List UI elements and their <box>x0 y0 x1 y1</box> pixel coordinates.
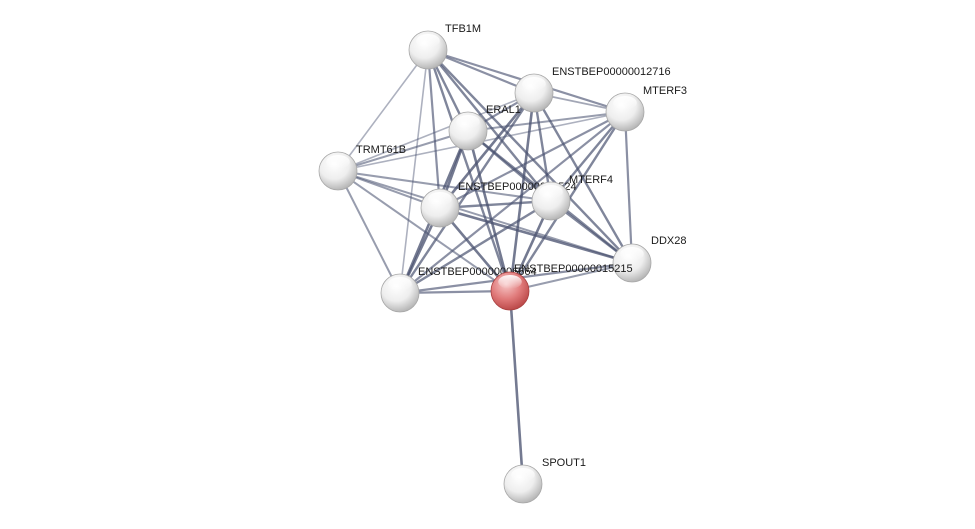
node-label: TRMT61B <box>356 144 406 156</box>
node-label: ERAL1 <box>486 104 521 116</box>
node-label: ENSTBEP00000015215 <box>514 263 633 275</box>
node-ddx28[interactable]: DDX28 <box>612 235 686 283</box>
node-highlight <box>456 115 480 129</box>
node-highlight <box>428 192 452 206</box>
edge-query-spout1 <box>508 289 525 486</box>
edge-mterf3-eral1 <box>467 111 626 132</box>
node-highlight <box>522 77 546 91</box>
node-label: TFB1M <box>445 23 481 35</box>
node-spout1[interactable]: SPOUT1 <box>503 457 586 504</box>
edge-trmt61b-enstbep00000006664 <box>337 170 401 294</box>
node-label: MTERF4 <box>569 174 613 186</box>
edge-tfb1m-trmt61b <box>337 49 429 172</box>
edge-trmt61b-query <box>337 170 511 292</box>
node-highlight <box>613 96 637 110</box>
node-label: MTERF3 <box>643 85 687 97</box>
edge-enstbep00000012716-trmt61b <box>337 92 535 172</box>
edge-trmt61b-mterf4 <box>337 170 552 202</box>
edge-mterf3-ddx28 <box>623 110 634 265</box>
node-label: ENSTBEP00000012716 <box>552 66 671 78</box>
node-highlight <box>416 34 440 48</box>
node-mterf3[interactable]: MTERF3 <box>605 85 687 132</box>
edge-ddx28-query <box>509 262 633 292</box>
edge-tfb1m-mterf4 <box>426 48 553 203</box>
node-mterf4[interactable]: MTERF4 <box>531 174 613 221</box>
node-highlight <box>539 185 563 199</box>
node-highlight <box>620 247 644 261</box>
edge-mterf4-enstbep00000006664 <box>398 199 553 295</box>
node-label: SPOUT1 <box>542 457 586 469</box>
node-highlight <box>326 155 350 169</box>
edge-eral1-trmt61b <box>337 130 469 172</box>
node-highlight <box>498 275 522 289</box>
edge-tfb1m-enstbep00000006664 <box>399 49 429 294</box>
node-label: DDX28 <box>651 235 686 247</box>
node-eral1[interactable]: ERAL1 <box>448 104 521 151</box>
edge-enstbep00000012716-enstbep00000009524 <box>438 91 536 210</box>
node-trmt61b[interactable]: TRMT61B <box>318 144 406 191</box>
node-highlight <box>388 277 412 291</box>
node-tfb1m[interactable]: TFB1M <box>408 23 481 70</box>
edge-mterf3-enstbep00000009524 <box>438 110 627 210</box>
edge-tfb1m-ddx28 <box>426 48 634 265</box>
edge-tfb1m-enstbep00000009524 <box>426 48 442 210</box>
edge-eral1-query <box>466 129 512 293</box>
node-enstbep00000015215[interactable]: ENSTBEP00000015215 <box>490 263 633 311</box>
edge-enstbep00000012716-query <box>508 91 536 293</box>
node-highlight <box>511 468 535 482</box>
node-enstbep00000012716[interactable]: ENSTBEP00000012716 <box>514 66 671 113</box>
node-layer: TFB1M ENSTBEP00000012716MTERF3ERAL1TRMT61… <box>318 23 687 504</box>
